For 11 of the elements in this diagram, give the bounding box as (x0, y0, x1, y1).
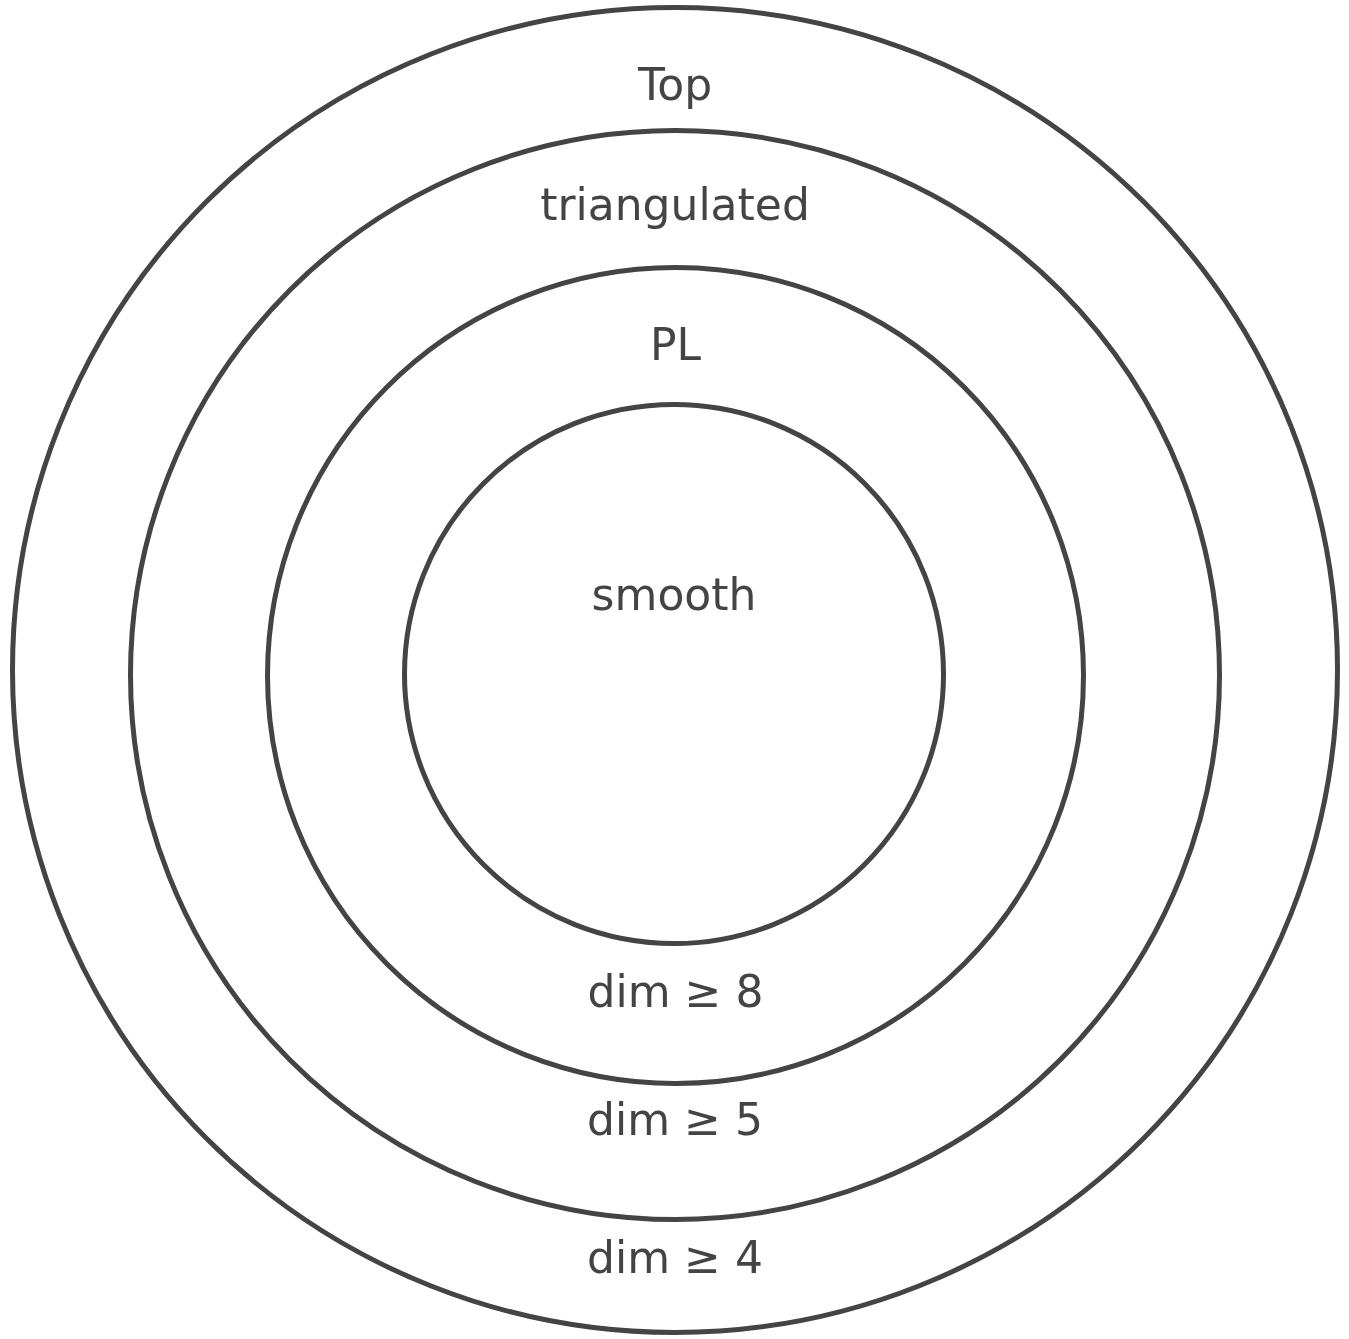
set-label: Top (637, 60, 713, 110)
set-label: triangulated (540, 180, 810, 230)
set-circle (402, 402, 946, 946)
condition-label: dim ≥ 5 (587, 1095, 763, 1145)
set-label: PL (650, 320, 701, 370)
set-label: smooth (591, 570, 757, 620)
set-circle (128, 128, 1222, 1222)
set-circle (10, 5, 1340, 1335)
condition-label: dim ≥ 4 (587, 1233, 763, 1283)
set-circle (265, 265, 1086, 1086)
condition-label: dim ≥ 8 (587, 967, 764, 1017)
